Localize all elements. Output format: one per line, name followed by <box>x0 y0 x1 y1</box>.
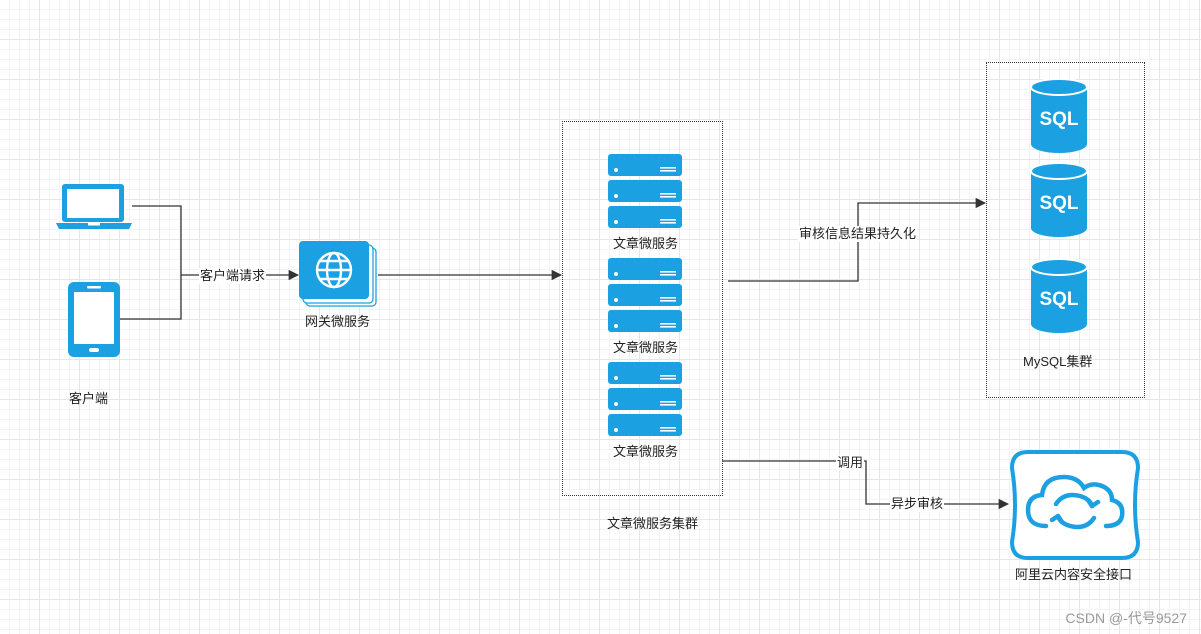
sql-database-2: SQL <box>1030 162 1088 238</box>
async-review-label: 异步审核 <box>890 496 945 512</box>
phone-to-gateway-edge <box>120 275 182 320</box>
server-stack-icon <box>608 154 682 228</box>
sql-text: SQL <box>1039 109 1079 130</box>
server-stack-icon <box>608 362 682 436</box>
article-cluster-container <box>562 121 723 496</box>
aliyun-label: 阿里云内容安全接口 <box>1015 567 1133 582</box>
article-service-2: 文章微服务 <box>608 258 684 355</box>
laptop-to-gateway-edge <box>132 205 300 281</box>
article-service-3: 文章微服务 <box>608 362 684 459</box>
gateway-node <box>299 241 377 307</box>
smartphone-icon <box>68 282 120 357</box>
watermark: CSDN @-代号9527 <box>1065 610 1187 626</box>
call-label: 调用 <box>836 455 865 471</box>
database-icon <box>1030 162 1088 237</box>
cloud-sync-icon <box>1025 474 1125 530</box>
persist-label: 审核信息结果持久化 <box>798 226 918 242</box>
mysql-cluster-label: MySQL集群 <box>1023 354 1093 369</box>
sql-database-3: SQL <box>1030 258 1088 334</box>
sql-text: SQL <box>1039 193 1079 214</box>
aliyun-node <box>1010 450 1140 560</box>
article-cluster-label: 文章微服务集群 <box>607 516 699 531</box>
globe-icon <box>315 251 353 289</box>
article-service-label: 文章微服务 <box>613 444 679 459</box>
client-label: 客户端 <box>69 391 109 406</box>
article-service-label: 文章微服务 <box>613 340 679 355</box>
client-request-label: 客户端请求 <box>199 268 267 284</box>
sql-text: SQL <box>1039 289 1079 310</box>
mysql-cluster-container <box>986 62 1145 398</box>
article-service-label: 文章微服务 <box>613 236 679 251</box>
database-icon <box>1030 258 1088 333</box>
article-service-1: 文章微服务 <box>608 154 684 251</box>
sql-database-1: SQL <box>1030 78 1088 154</box>
laptop-icon <box>56 184 132 229</box>
server-stack-icon <box>608 258 682 332</box>
gateway-label: 网关微服务 <box>305 314 371 329</box>
cluster-to-mysql-edge <box>728 197 987 282</box>
cluster-to-aliyun-edge <box>722 460 1010 510</box>
database-icon <box>1030 78 1088 153</box>
